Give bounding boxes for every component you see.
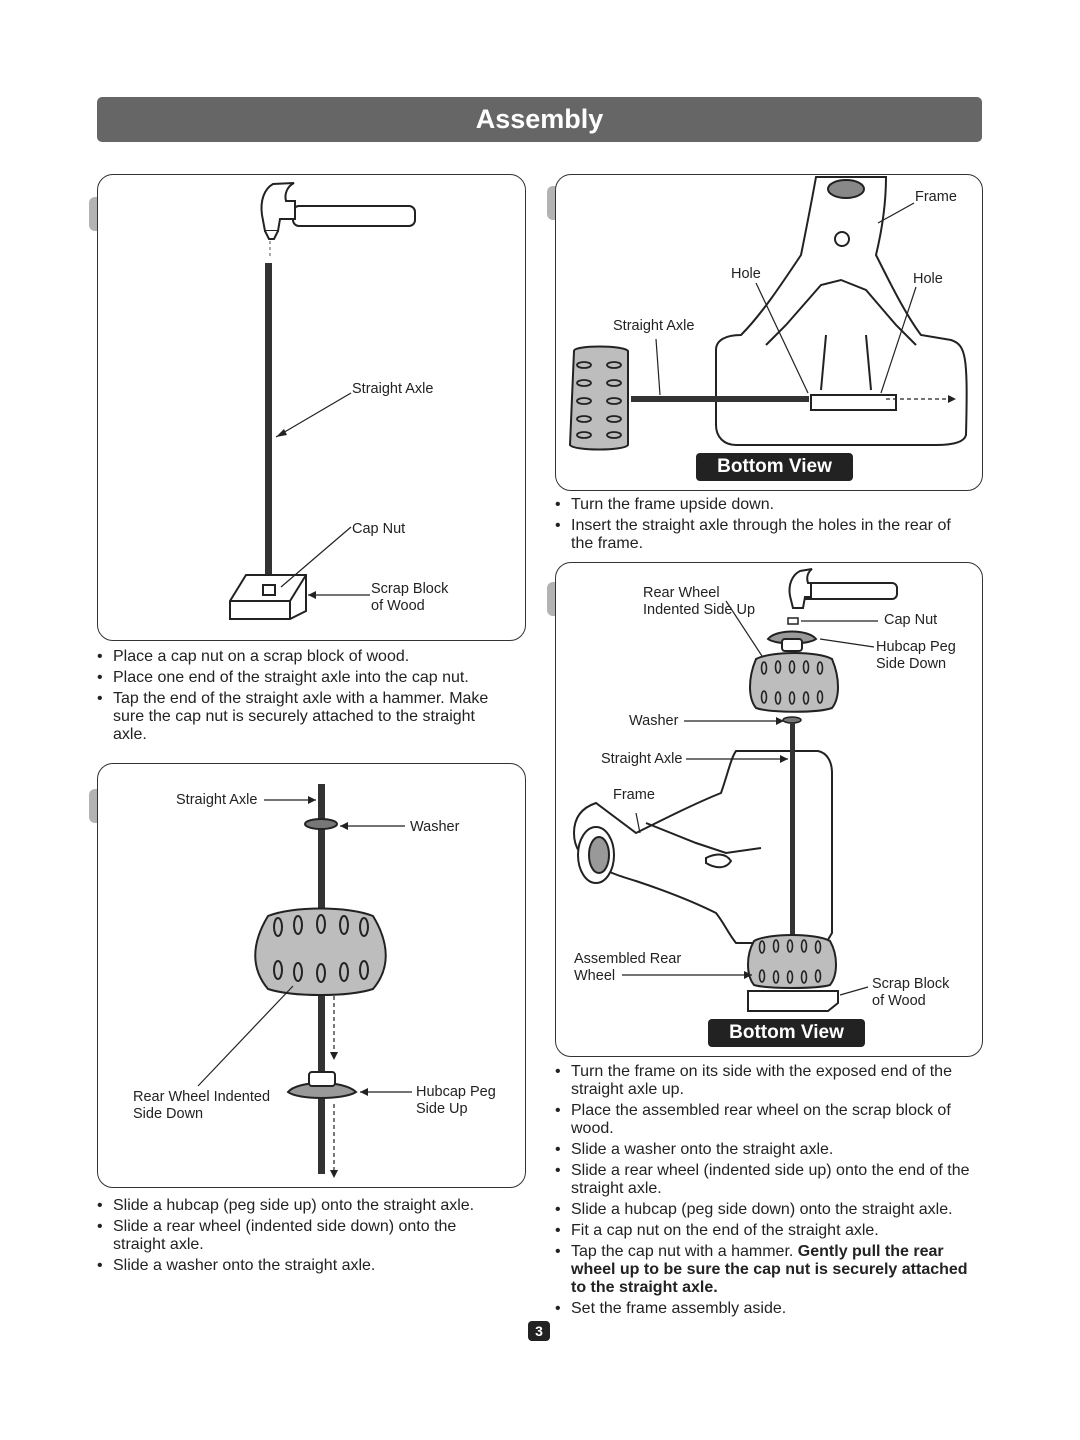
list-item: Tap the end of the straight axle with a … <box>97 690 507 744</box>
list-item: Place one end of the straight axle into … <box>97 669 507 687</box>
label-straight-axle: Straight Axle <box>352 381 434 397</box>
straight-axle-shape <box>631 396 809 402</box>
assembled-rear-wheel-shape <box>747 934 837 989</box>
label-hubcap: Hubcap Peg Side Up <box>416 1084 496 1117</box>
scrap-block-shape <box>747 990 839 1012</box>
page-title: Assembly <box>97 97 982 142</box>
step-2-instructions: Slide a hubcap (peg side up) onto the st… <box>97 1197 507 1278</box>
step-4-instructions: Turn the frame on its side with the expo… <box>555 1063 979 1321</box>
list-item: Slide a hubcap (peg side up) onto the st… <box>97 1197 507 1215</box>
label-hole-right: Hole <box>913 271 943 287</box>
bottom-view-label: Bottom View <box>708 1019 865 1047</box>
page-number: 3 <box>528 1321 550 1341</box>
hammer-icon <box>260 182 416 240</box>
list-item: Turn the frame upside down. <box>555 496 975 514</box>
label-cap-nut: Cap Nut <box>352 521 406 537</box>
step-1-illustration <box>229 182 416 620</box>
label-straight-axle: Straight Axle <box>601 751 683 767</box>
list-item: Fit a cap nut on the end of the straight… <box>555 1222 979 1240</box>
list-item: Set the frame assembly aside. <box>555 1300 979 1318</box>
label-washer: Washer <box>629 713 679 729</box>
hammer-icon <box>788 568 898 609</box>
frame-shape <box>715 176 968 446</box>
label-straight-axle: Straight Axle <box>176 792 258 808</box>
label-scrap-block: Scrap Block of Wood <box>371 581 449 614</box>
step-3-panel: Frame Hole Hole Straight Axle Bottom Vie… <box>555 174 983 491</box>
step-4-illustration <box>572 568 898 1012</box>
list-item: Place the assembled rear wheel on the sc… <box>555 1102 979 1138</box>
label-rear-wheel: Rear Wheel Indented Side Up <box>643 585 756 618</box>
step-4-panel: Rear Wheel Indented Side Up Cap Nut Hubc… <box>555 562 983 1057</box>
list-item: Turn the frame on its side with the expo… <box>555 1063 979 1099</box>
label-rear-wheel: Rear Wheel Indented Side Down <box>133 1089 271 1122</box>
scrap-block-shape <box>229 574 307 620</box>
washer-shape <box>304 818 338 830</box>
label-straight-axle: Straight Axle <box>613 318 695 334</box>
straight-axle-shape <box>790 723 795 953</box>
frame-shape <box>572 750 833 944</box>
list-item: Place a cap nut on a scrap block of wood… <box>97 648 507 666</box>
label-assembled-wheel: Assembled Rear Wheel <box>574 951 682 984</box>
hubcap-shape <box>286 1071 358 1099</box>
list-item: Slide a rear wheel (indented side down) … <box>97 1218 507 1254</box>
step-3-instructions: Turn the frame upside down. Insert the s… <box>555 496 975 556</box>
label-frame: Frame <box>915 189 957 205</box>
step-2-panel: Straight Axle Washer Rear Wheel Indented… <box>97 763 526 1188</box>
list-item: Slide a washer onto the straight axle. <box>97 1257 507 1275</box>
list-item: Tap the cap nut with a hammer. Gently pu… <box>555 1243 979 1297</box>
tap-text: Tap the cap nut with a hammer. <box>571 1243 798 1260</box>
list-item: Slide a rear wheel (indented side up) on… <box>555 1162 979 1198</box>
label-hole-left: Hole <box>731 266 761 282</box>
rear-wheel-shape <box>568 345 629 451</box>
label-hubcap: Hubcap Peg Side Down <box>876 639 956 672</box>
step-2-illustration <box>197 784 412 1178</box>
hubcap-shape <box>766 630 818 652</box>
rear-wheel-shape <box>254 907 387 996</box>
label-frame: Frame <box>613 787 655 803</box>
label-scrap-block: Scrap Block of Wood <box>872 976 950 1009</box>
list-item: Slide a hubcap (peg side down) onto the … <box>555 1201 979 1219</box>
label-cap-nut: Cap Nut <box>884 612 938 628</box>
step-1-instructions: Place a cap nut on a scrap block of wood… <box>97 648 507 747</box>
tap-warning: Gently pull the rear wheel up to be sure… <box>571 1243 968 1296</box>
step-1-panel: Straight Axle Cap Nut Scrap Block of Woo… <box>97 174 526 641</box>
list-item: Slide a washer onto the straight axle. <box>555 1141 979 1159</box>
rear-wheel-shape <box>749 652 839 713</box>
step-3-illustration <box>568 176 968 451</box>
straight-axle-shape <box>265 263 272 579</box>
bottom-view-label: Bottom View <box>696 453 853 481</box>
list-item: Insert the straight axle through the hol… <box>555 517 975 553</box>
label-washer: Washer <box>410 819 460 835</box>
